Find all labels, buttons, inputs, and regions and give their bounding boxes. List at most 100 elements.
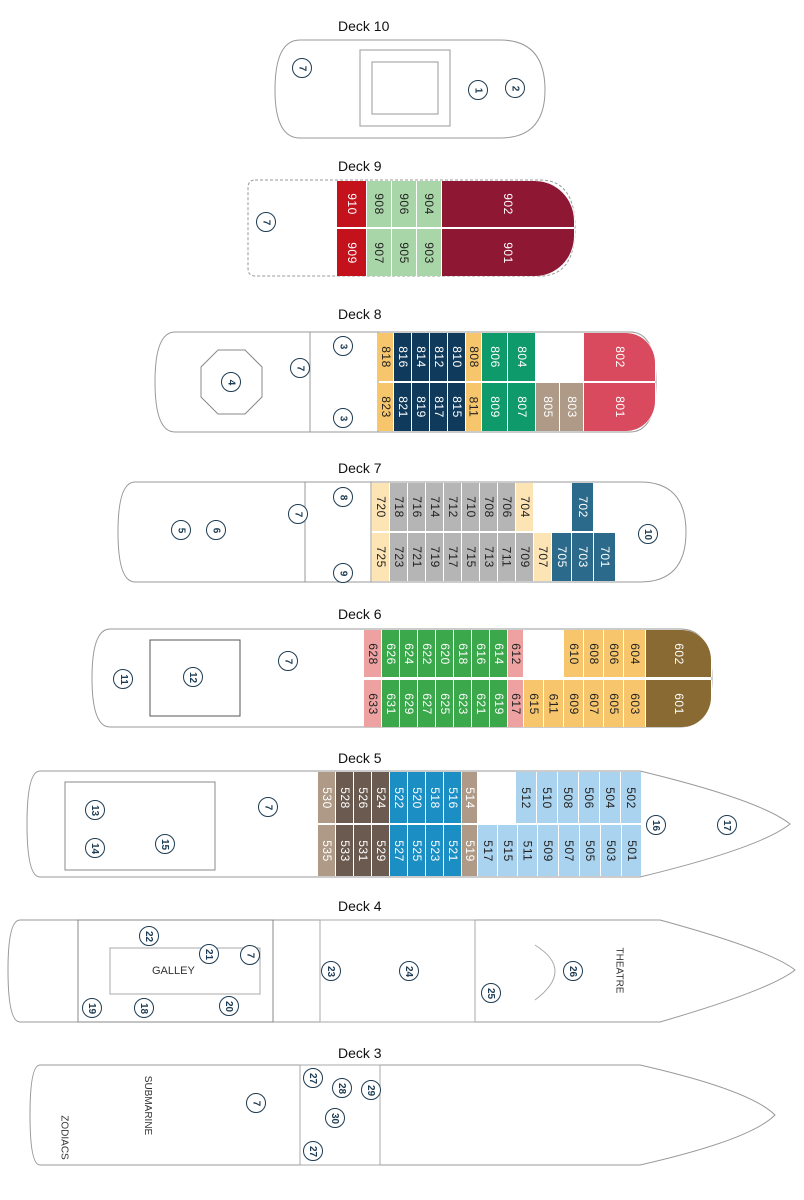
cabin-505[interactable]: 505 — [580, 825, 601, 876]
cabin-910[interactable]: 910 — [337, 181, 367, 227]
cabin-503[interactable]: 503 — [601, 825, 622, 876]
cabin-713[interactable]: 713 — [480, 533, 498, 581]
cabin-707[interactable]: 707 — [534, 533, 552, 581]
cabin-815[interactable]: 815 — [448, 383, 466, 431]
cabin-603[interactable]: 603 — [624, 680, 646, 727]
cabin-901[interactable]: 901 — [442, 229, 575, 276]
location-marker-13[interactable]: 13 — [85, 800, 105, 820]
location-marker-27[interactable]: 27 — [303, 1141, 323, 1161]
location-marker-26[interactable]: 26 — [563, 961, 583, 981]
location-marker-29[interactable]: 29 — [361, 1080, 381, 1100]
cabin-714[interactable]: 714 — [426, 483, 444, 531]
location-marker-7[interactable]: 7 — [256, 212, 276, 232]
cabin-517[interactable]: 517 — [478, 825, 498, 876]
cabin-512[interactable]: 512 — [516, 772, 537, 823]
cabin-804[interactable]: 804 — [508, 333, 536, 381]
cabin-526[interactable]: 526 — [354, 772, 372, 823]
location-marker-22[interactable]: 22 — [139, 926, 159, 946]
cabin-520[interactable]: 520 — [408, 772, 426, 823]
cabin-610[interactable]: 610 — [564, 630, 584, 677]
cabin-529[interactable]: 529 — [372, 825, 390, 876]
cabin-818[interactable]: 818 — [378, 333, 394, 381]
cabin-518[interactable]: 518 — [426, 772, 444, 823]
cabin-625[interactable]: 625 — [436, 680, 454, 727]
cabin-617[interactable]: 617 — [508, 680, 524, 727]
cabin-906[interactable]: 906 — [392, 181, 417, 227]
cabin-908[interactable]: 908 — [367, 181, 392, 227]
cabin-622[interactable]: 622 — [418, 630, 436, 677]
location-marker-21[interactable]: 21 — [199, 944, 219, 964]
cabin-521[interactable]: 521 — [444, 825, 462, 876]
cabin-715[interactable]: 715 — [462, 533, 480, 581]
location-marker-7[interactable]: 7 — [240, 945, 260, 965]
location-marker-15[interactable]: 15 — [155, 834, 175, 854]
location-marker-24[interactable]: 24 — [399, 961, 419, 981]
location-marker-12[interactable]: 12 — [183, 667, 203, 687]
cabin-805[interactable]: 805 — [536, 383, 560, 431]
cabin-720[interactable]: 720 — [372, 483, 390, 531]
cabin-614[interactable]: 614 — [490, 630, 508, 677]
cabin-608[interactable]: 608 — [584, 630, 604, 677]
cabin-902[interactable]: 902 — [442, 181, 575, 227]
cabin-814[interactable]: 814 — [412, 333, 430, 381]
cabin-808[interactable]: 808 — [466, 333, 482, 381]
cabin-628[interactable]: 628 — [364, 630, 382, 677]
cabin-619[interactable]: 619 — [490, 680, 508, 727]
cabin-604[interactable]: 604 — [624, 630, 646, 677]
cabin-717[interactable]: 717 — [444, 533, 462, 581]
cabin-530[interactable]: 530 — [318, 772, 336, 823]
cabin-907[interactable]: 907 — [367, 229, 392, 276]
cabin-704[interactable]: 704 — [516, 483, 534, 531]
cabin-629[interactable]: 629 — [400, 680, 418, 727]
cabin-806[interactable]: 806 — [482, 333, 508, 381]
cabin-533[interactable]: 533 — [336, 825, 354, 876]
location-marker-11[interactable]: 11 — [113, 669, 133, 689]
cabin-519[interactable]: 519 — [462, 825, 478, 876]
cabin-607[interactable]: 607 — [584, 680, 604, 727]
cabin-807[interactable]: 807 — [508, 383, 536, 431]
location-marker-25[interactable]: 25 — [481, 983, 501, 1003]
cabin-531[interactable]: 531 — [354, 825, 372, 876]
cabin-502[interactable]: 502 — [621, 772, 642, 823]
cabin-510[interactable]: 510 — [537, 772, 558, 823]
location-marker-28[interactable]: 28 — [332, 1078, 352, 1098]
cabin-716[interactable]: 716 — [408, 483, 426, 531]
cabin-723[interactable]: 723 — [390, 533, 408, 581]
cabin-606[interactable]: 606 — [604, 630, 624, 677]
cabin-712[interactable]: 712 — [444, 483, 462, 531]
cabin-627[interactable]: 627 — [418, 680, 436, 727]
cabin-708[interactable]: 708 — [480, 483, 498, 531]
cabin-802[interactable]: 802 — [584, 333, 656, 381]
cabin-905[interactable]: 905 — [392, 229, 417, 276]
location-marker-27[interactable]: 27 — [303, 1068, 323, 1088]
cabin-817[interactable]: 817 — [430, 383, 448, 431]
cabin-601[interactable]: 601 — [646, 680, 712, 727]
cabin-705[interactable]: 705 — [552, 533, 572, 581]
cabin-903[interactable]: 903 — [417, 229, 442, 276]
cabin-612[interactable]: 612 — [508, 630, 524, 677]
location-marker-9[interactable]: 9 — [333, 563, 353, 583]
cabin-810[interactable]: 810 — [448, 333, 466, 381]
location-marker-17[interactable]: 17 — [717, 815, 737, 835]
location-marker-6[interactable]: 6 — [206, 520, 226, 540]
location-marker-7[interactable]: 7 — [288, 504, 308, 524]
cabin-602[interactable]: 602 — [646, 630, 712, 677]
location-marker-30[interactable]: 30 — [325, 1108, 345, 1128]
location-marker-16[interactable]: 16 — [646, 815, 666, 835]
cabin-515[interactable]: 515 — [498, 825, 518, 876]
cabin-605[interactable]: 605 — [604, 680, 624, 727]
cabin-524[interactable]: 524 — [372, 772, 390, 823]
location-marker-8[interactable]: 8 — [333, 487, 353, 507]
location-marker-7[interactable]: 7 — [246, 1093, 266, 1113]
cabin-528[interactable]: 528 — [336, 772, 354, 823]
cabin-522[interactable]: 522 — [390, 772, 408, 823]
cabin-721[interactable]: 721 — [408, 533, 426, 581]
cabin-909[interactable]: 909 — [337, 229, 367, 276]
cabin-618[interactable]: 618 — [454, 630, 472, 677]
location-marker-23[interactable]: 23 — [321, 961, 341, 981]
cabin-703[interactable]: 703 — [572, 533, 594, 581]
cabin-516[interactable]: 516 — [444, 772, 462, 823]
cabin-633[interactable]: 633 — [364, 680, 382, 727]
cabin-706[interactable]: 706 — [498, 483, 516, 531]
location-marker-19[interactable]: 19 — [82, 998, 102, 1018]
